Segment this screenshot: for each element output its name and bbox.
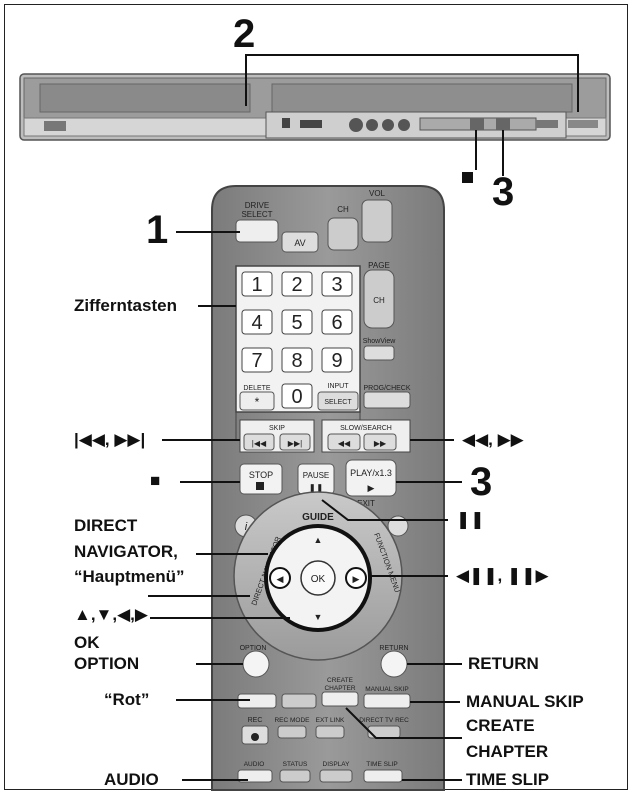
svg-text:*: * — [255, 395, 260, 409]
remote-callout-lines — [148, 231, 462, 781]
digit-8: 8 — [291, 350, 302, 372]
return-label: RETURN — [379, 645, 408, 652]
label-direct: DIRECT — [74, 516, 138, 535]
digit-1: 1 — [251, 274, 262, 296]
label-time-slip: TIME SLIP — [466, 770, 550, 789]
number-pad: 1 2 3 4 5 6 7 8 9 0 — [241, 271, 353, 409]
svg-text:▶: ▶ — [353, 574, 360, 584]
page-label: PAGE — [368, 261, 390, 270]
ext-link-label: EXT LINK — [316, 717, 345, 724]
pause-label: PAUSE — [303, 471, 330, 480]
showview-label: ShowView — [363, 338, 397, 345]
prog-check-label: PROG/CHECK — [363, 385, 410, 392]
guide-label: GUIDE — [302, 512, 334, 523]
svg-text:SELECT: SELECT — [241, 210, 272, 219]
label-slow: ◀❚❚, ❚❚▶ — [456, 566, 549, 585]
status-label: STATUS — [283, 761, 308, 768]
callout-2: 2 — [233, 12, 256, 56]
svg-text:◀: ◀ — [277, 574, 284, 584]
svg-text:▼: ▼ — [314, 612, 323, 622]
ch-label-top: CH — [337, 205, 349, 214]
digit-7: 7 — [251, 350, 262, 372]
ch-label: CH — [373, 296, 385, 305]
ok-label: OK — [311, 574, 326, 585]
digit-4: 4 — [251, 312, 262, 334]
callout-3-recorder: 3 — [492, 170, 515, 214]
label-chapter: CHAPTER — [466, 742, 549, 761]
time-slip-label: TIME SLIP — [366, 761, 397, 768]
manual-skip-label: MANUAL SKIP — [365, 686, 408, 693]
stop-label: STOP — [249, 470, 273, 480]
label-create: CREATE — [466, 716, 535, 735]
audio-label: AUDIO — [244, 761, 265, 768]
svg-text:DRIVE: DRIVE — [245, 201, 269, 210]
rec-mode-label: REC MODE — [274, 717, 310, 724]
label-zifferntasten: Zifferntasten — [74, 296, 177, 315]
svg-text:❚❚: ❚❚ — [308, 483, 323, 494]
recorder-unit — [19, 73, 611, 141]
digit-0: 0 — [291, 386, 302, 408]
stop-square-icon — [462, 172, 473, 183]
rec-label: REC — [248, 717, 263, 724]
svg-text:SELECT: SELECT — [324, 399, 352, 406]
label-skip: |◀◀, ▶▶| — [74, 430, 146, 449]
slow-search-label: SLOW/SEARCH — [340, 425, 392, 432]
play-label: PLAY/x1.3 — [350, 468, 392, 478]
svg-text:CREATE: CREATE — [327, 677, 354, 684]
label-ok: OK — [74, 633, 100, 652]
svg-text:|◀◀: |◀◀ — [252, 439, 267, 448]
delete-label: DELETE — [243, 385, 271, 392]
label-pause-symbol: ❚❚ — [456, 510, 485, 529]
vol-label: VOL — [369, 189, 386, 198]
exit-label: EXIT — [357, 499, 375, 508]
svg-text:▶▶|: ▶▶| — [288, 439, 302, 448]
av-button-label: AV — [294, 238, 305, 248]
label-rot: “Rot” — [104, 690, 150, 709]
svg-text:▲: ▲ — [314, 535, 323, 545]
label-search: ◀◀, ▶▶ — [462, 430, 524, 449]
skip-label: SKIP — [269, 425, 285, 432]
svg-text:▶: ▶ — [368, 483, 375, 493]
svg-text:i: i — [245, 521, 248, 533]
label-stop-symbol: ■ — [150, 471, 161, 490]
display-label: DISPLAY — [323, 761, 351, 768]
remote-control: DRIVE SELECT AV CH VOL PAGE CH ShowView … — [211, 185, 445, 791]
digit-2: 2 — [291, 274, 302, 296]
svg-text:▶▶: ▶▶ — [374, 439, 387, 448]
digit-5: 5 — [291, 312, 302, 334]
digit-6: 6 — [331, 312, 342, 334]
callout-1: 1 — [146, 208, 169, 252]
direct-tv-rec-label: DIRECT TV REC — [359, 717, 409, 724]
label-audio: AUDIO — [104, 770, 159, 789]
digit-9: 9 — [331, 350, 342, 372]
svg-text:CHAPTER: CHAPTER — [324, 685, 355, 692]
digit-3: 3 — [331, 274, 342, 296]
label-manual-skip: MANUAL SKIP — [466, 692, 584, 711]
callout-3-remote: 3 — [470, 460, 493, 504]
label-hauptmenu: “Hauptmenü” — [74, 567, 185, 586]
svg-text:INPUT: INPUT — [328, 383, 350, 390]
label-navigator: NAVIGATOR, — [74, 542, 178, 561]
option-label: OPTION — [240, 645, 267, 652]
recorder-callout-lines — [245, 54, 579, 176]
label-arrows: ▲,▼,◀,▶ — [74, 605, 148, 624]
svg-text:◀◀: ◀◀ — [338, 439, 351, 448]
label-return: RETURN — [468, 654, 539, 673]
label-option: OPTION — [74, 654, 140, 673]
